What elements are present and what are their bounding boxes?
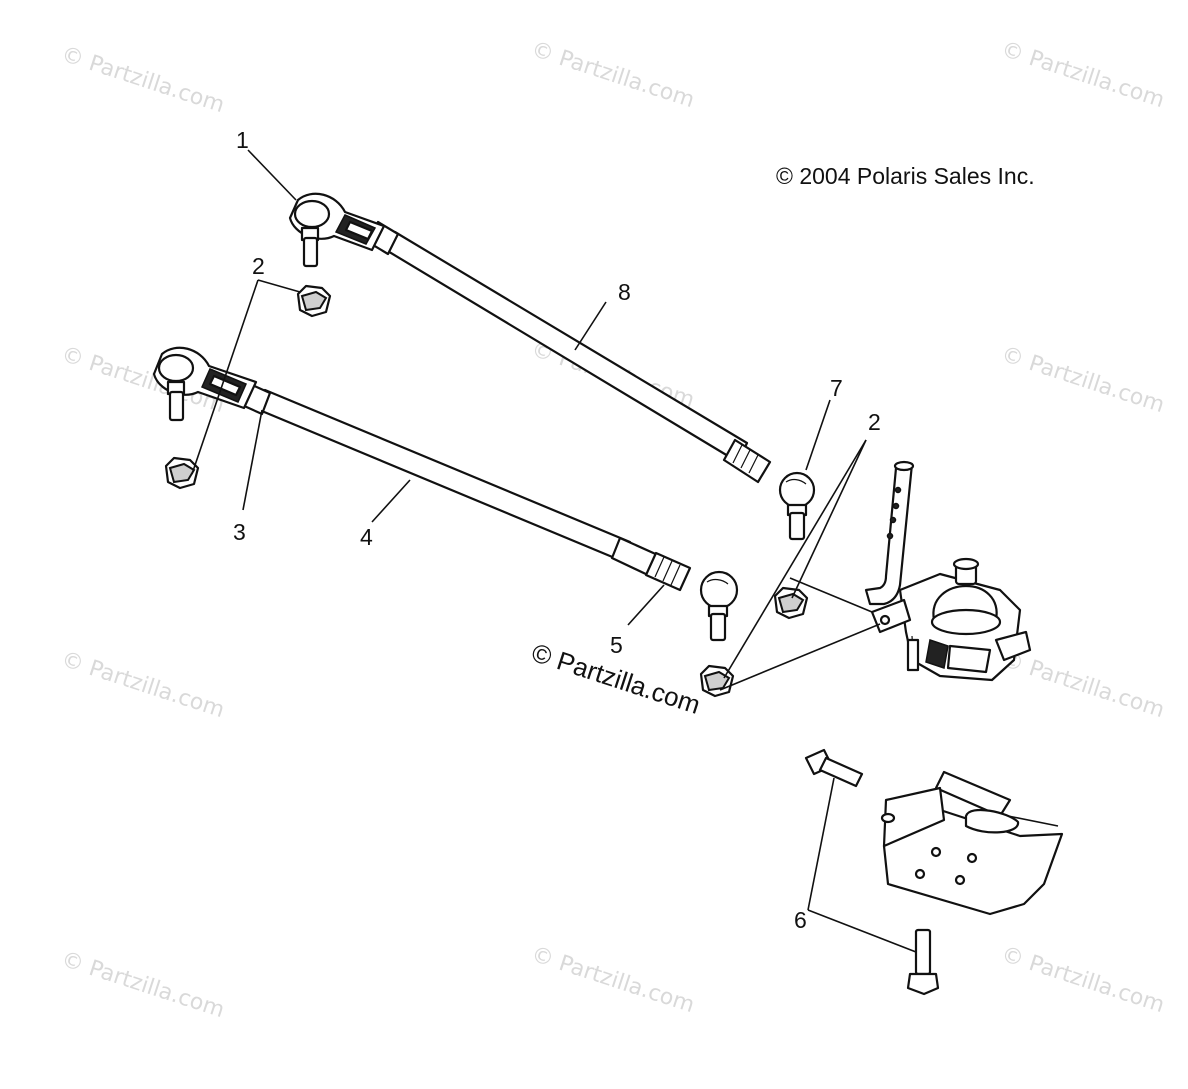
- watermark: © Partzilla.com: [58, 947, 227, 1023]
- mounting-bracket: [880, 770, 1064, 916]
- nut-upper-left: [296, 284, 332, 318]
- callout-5: 5: [610, 632, 623, 658]
- watermark: © Partzilla.com: [58, 42, 227, 118]
- callout-6: 6: [794, 907, 807, 933]
- callouts: 1 2 2 3 4 5 6 7 8: [233, 127, 881, 933]
- upper-tie-rod: [288, 192, 816, 541]
- nut-right-upper: [773, 586, 809, 620]
- nut-lower-left: [164, 456, 200, 490]
- watermark: © Partzilla.com: [998, 647, 1167, 723]
- callout-1: 1: [236, 127, 249, 153]
- watermark: © Partzilla.com: [998, 942, 1167, 1018]
- watermark: © Partzilla.com: [528, 37, 697, 113]
- callout-8: 8: [618, 279, 631, 305]
- callout-2-left: 2: [252, 253, 265, 279]
- callout-7: 7: [830, 375, 843, 401]
- lower-tie-rod: [152, 346, 739, 642]
- watermark: © Partzilla.com: [998, 37, 1167, 113]
- leader-lines: [191, 149, 917, 953]
- callout-2-right: 2: [868, 409, 881, 435]
- bolt-lower: [906, 928, 940, 996]
- callout-4: 4: [360, 524, 373, 550]
- bolt-upper: [804, 748, 864, 788]
- watermark: © Partzilla.com: [528, 942, 697, 1018]
- copyright-text: © 2004 Polaris Sales Inc.: [776, 163, 1035, 189]
- callout-3: 3: [233, 519, 246, 545]
- watermark: © Partzilla.com: [58, 647, 227, 723]
- steering-gear-assembly: [864, 460, 1032, 682]
- watermark: © Partzilla.com: [998, 342, 1167, 418]
